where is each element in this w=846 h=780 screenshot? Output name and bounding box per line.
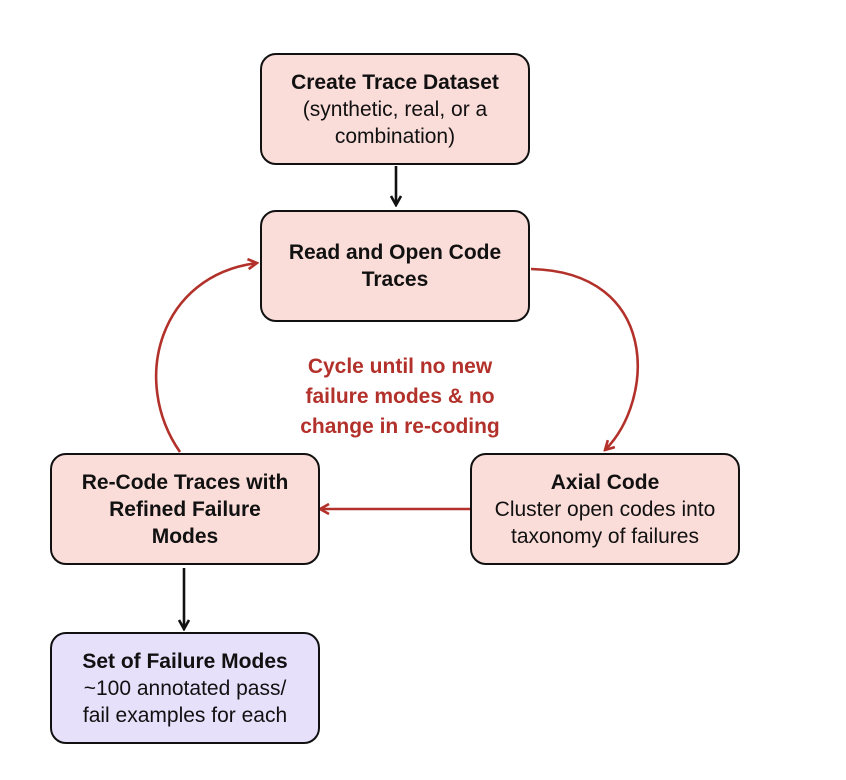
- node-desc-line: Cluster open codes into: [494, 497, 716, 521]
- edge-read-to-axial: [530, 267, 639, 450]
- node-title-line: Modes: [151, 524, 219, 548]
- node-title: Set of Failure Modes: [82, 649, 288, 673]
- cycle-label-line: failure modes & no: [305, 385, 495, 408]
- node-title-line: Refined Failure: [109, 497, 261, 521]
- node-axial-code: Axial Code Cluster open codes into taxon…: [470, 453, 740, 565]
- node-desc-line: combination): [334, 124, 456, 148]
- node-desc-line: fail examples for each: [82, 703, 288, 727]
- edge-recode-to-read: [154, 263, 257, 453]
- cycle-label-line: Cycle until no new: [307, 355, 493, 378]
- node-desc-line: ~100 annotated pass/: [83, 676, 287, 700]
- cycle-label: Cycle until no new failure modes & no ch…: [270, 352, 530, 442]
- node-title: Create Trace Dataset: [291, 70, 499, 94]
- node-title-line: Traces: [361, 268, 429, 291]
- node-title-line: Re-Code Traces with: [81, 470, 289, 494]
- node-desc-line: taxonomy of failures: [511, 524, 699, 548]
- node-set-of-failure-modes: Set of Failure Modes ~100 annotated pass…: [50, 632, 320, 744]
- node-create-trace-dataset: Create Trace Dataset (synthetic, real, o…: [260, 53, 530, 165]
- node-re-code-traces: Re-Code Traces with Refined Failure Mode…: [50, 453, 320, 565]
- cycle-label-line: change in re-coding: [300, 415, 500, 438]
- node-title: Axial Code: [550, 470, 660, 494]
- node-title-line: Read and Open Code: [288, 241, 502, 264]
- node-desc-line: (synthetic, real, or a: [302, 97, 488, 121]
- node-read-open-code: Read and Open Code Traces: [260, 210, 530, 322]
